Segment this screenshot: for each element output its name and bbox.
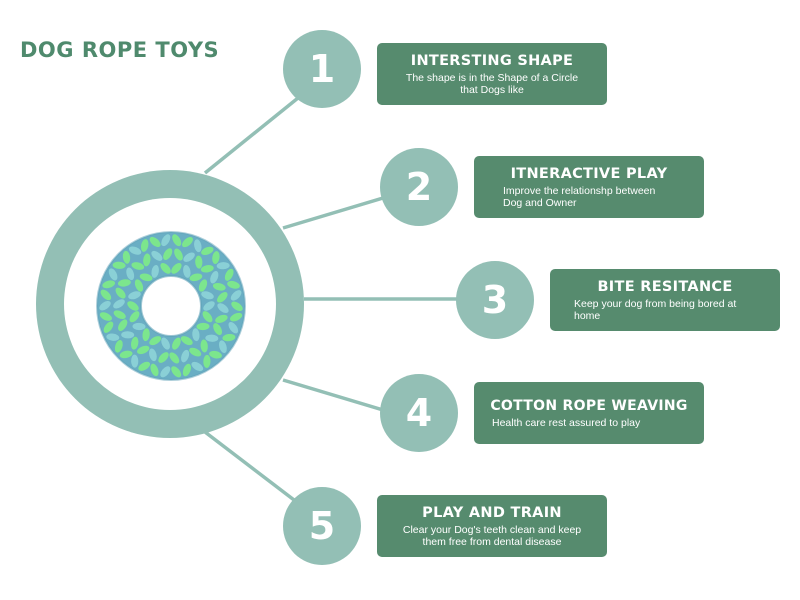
step-description: Health care rest assured to play xyxy=(492,416,641,429)
connector-line-1 xyxy=(203,96,300,175)
page-title: DOG ROPE TOYS xyxy=(20,38,220,62)
rope-ring-icon xyxy=(96,231,246,381)
connector-line-5 xyxy=(203,430,300,505)
step-badge-1: 1 xyxy=(283,30,361,108)
step-heading: ITNERACTIVE PLAY xyxy=(510,165,668,182)
step-heading: INTERSTING SHAPE xyxy=(410,52,574,69)
step-description: Improve the relationshp between Dog and … xyxy=(503,184,656,209)
step-badge-4: 4 xyxy=(380,374,458,452)
step-description: The shape is in the Shape of a Circle th… xyxy=(405,71,579,96)
step-heading: BITE RESITANCE xyxy=(597,278,733,295)
step-heading: COTTON ROPE WEAVING xyxy=(490,397,688,414)
step-number: 4 xyxy=(405,391,433,435)
step-badge-5: 5 xyxy=(283,487,361,565)
step-card-3: BITE RESITANCE Keep your dog from being … xyxy=(550,269,780,331)
step-card-1: INTERSTING SHAPE The shape is in the Sha… xyxy=(377,43,607,105)
step-heading: PLAY AND TRAIN xyxy=(422,504,562,521)
connector-line-2 xyxy=(282,196,384,230)
step-badge-2: 2 xyxy=(380,148,458,226)
step-number: 5 xyxy=(308,504,336,548)
step-number: 2 xyxy=(405,165,433,209)
step-badge-3: 3 xyxy=(456,261,534,339)
step-card-4: COTTON ROPE WEAVING Health care rest ass… xyxy=(474,382,704,444)
step-number: 1 xyxy=(308,47,336,91)
connector-line-4 xyxy=(282,378,384,412)
step-number: 3 xyxy=(481,278,509,322)
step-description: Clear your Dog's teeth clean and keep th… xyxy=(402,523,582,548)
step-card-2: ITNERACTIVE PLAY Improve the relationshp… xyxy=(474,156,704,218)
step-card-5: PLAY AND TRAIN Clear your Dog's teeth cl… xyxy=(377,495,607,557)
step-description: Keep your dog from being bored at home xyxy=(574,297,737,322)
